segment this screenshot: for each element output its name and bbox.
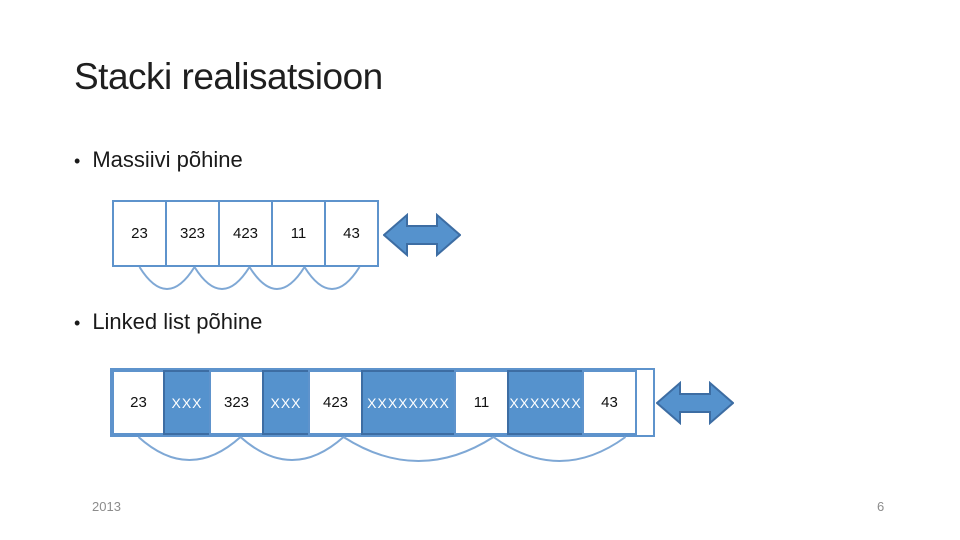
array-cell: 11 xyxy=(271,200,326,267)
array-stack-diagram: 23 323 423 11 43 xyxy=(112,200,379,267)
array-cell: 23 xyxy=(112,200,167,267)
bullet-text-linked-list-based: Linked list põhine xyxy=(92,309,263,334)
bullet-text-array-based: Massiivi põhine xyxy=(92,147,243,172)
linked-cell-pointer: XXX xyxy=(262,370,310,435)
array-cell: 323 xyxy=(165,200,220,267)
linked-cell-value: 323 xyxy=(209,370,264,435)
slide-title: Stacki realisatsioon xyxy=(74,56,383,97)
linked-cell-pointer: XXXXXXXX xyxy=(361,370,456,435)
bullet-linked-list-based: • Linked list põhine xyxy=(74,309,262,335)
double-arrow-icon xyxy=(656,381,734,425)
bullet-marker: • xyxy=(74,313,81,333)
array-cell: 423 xyxy=(218,200,273,267)
page-number: 6 xyxy=(877,499,885,514)
linked-stack-diagram: 23 XXX 323 XXX 423 XXXXXXXX 11 XXXXXXX 4… xyxy=(110,368,655,437)
linked-cell-pointer: XXXXXXX xyxy=(507,370,584,435)
linked-link-arcs xyxy=(137,436,627,462)
array-link-arcs xyxy=(138,266,361,290)
bullet-array-based: • Massiivi põhine xyxy=(74,147,243,173)
bullet-marker: • xyxy=(74,151,81,171)
array-cell: 43 xyxy=(324,200,379,267)
linked-cell-value: 23 xyxy=(112,370,165,435)
footer-year: 2013 xyxy=(92,499,121,514)
linked-cell-value: 43 xyxy=(582,370,637,435)
linked-cell-pointer: XXX xyxy=(163,370,211,435)
linked-cell-value: 11 xyxy=(454,370,509,435)
linked-cell-value: 423 xyxy=(308,370,363,435)
double-arrow-icon xyxy=(383,213,461,257)
